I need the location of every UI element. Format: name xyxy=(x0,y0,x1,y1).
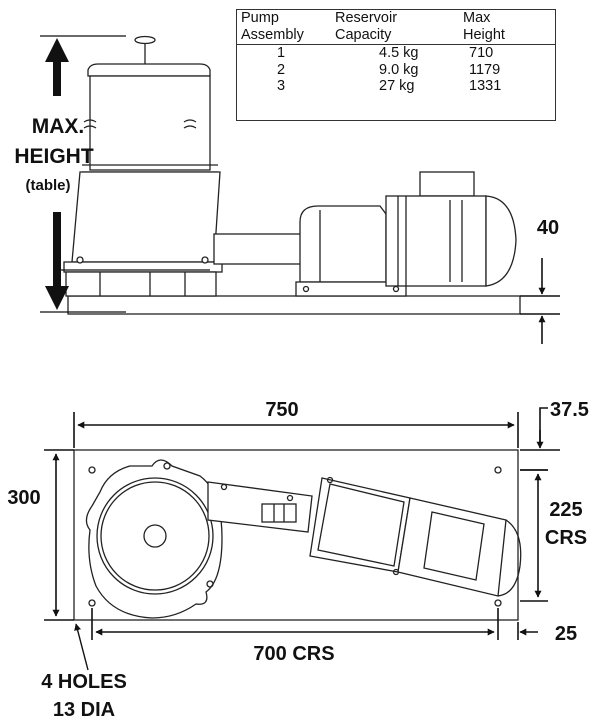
cell-assembly: 1 xyxy=(276,45,286,61)
pump-foot xyxy=(65,271,217,297)
cell-assembly: 3 xyxy=(276,78,286,94)
base-thickness-label: 40 xyxy=(537,217,559,239)
cell-assembly: 2 xyxy=(276,61,286,78)
motor-terminal-box xyxy=(419,171,475,197)
hole-spacing-label: 225 xyxy=(549,499,582,521)
base-thickness-dimension xyxy=(520,258,560,344)
hole-length-dimension xyxy=(91,608,499,640)
side-elevation-view xyxy=(63,35,521,315)
reservoir-lid xyxy=(87,63,211,77)
holes-leader xyxy=(74,623,89,671)
gearbox-foot xyxy=(295,281,407,297)
height-label: HEIGHT xyxy=(14,145,94,168)
reservoir-lower xyxy=(71,171,221,263)
cell-max-height: 1179 xyxy=(469,61,501,78)
base-plate xyxy=(67,295,521,315)
cell-max-height: 1331 xyxy=(469,78,502,94)
motor-endcap xyxy=(485,195,517,287)
mounting-hole-tl xyxy=(88,466,96,474)
reservoir-knob xyxy=(134,35,156,45)
length-label: 750 xyxy=(265,399,298,421)
reservoir-upper xyxy=(89,75,211,171)
cell-capacity: 27 kg xyxy=(379,78,415,94)
hole-spacing-unit: CRS xyxy=(545,527,587,549)
mounting-hole-br xyxy=(494,599,502,607)
holes-dia-label: 13 DIA xyxy=(53,699,115,721)
hole-inset-dimension xyxy=(517,622,538,640)
plan-view xyxy=(73,449,522,621)
plan-coupling xyxy=(261,503,297,523)
cell-capacity: 9.0 kg xyxy=(379,61,419,78)
table-row: 2 9.0 kg 1179 xyxy=(237,62,555,79)
max-height-dimension xyxy=(40,35,210,313)
width-dimension xyxy=(44,449,74,621)
hole-spacing-dimension xyxy=(520,469,548,602)
mounting-hole-tr xyxy=(494,466,502,474)
edge-offset-label: 37.5 xyxy=(550,399,589,421)
table-row: 3 27 kg 1331 xyxy=(237,78,555,95)
shaft-housing xyxy=(213,233,303,265)
max-height-arrow-up xyxy=(45,38,69,96)
plan-reservoir-outer xyxy=(96,477,214,595)
reservoir-break-right xyxy=(183,119,197,129)
reservoir-break-left xyxy=(83,119,97,129)
length-dimension xyxy=(73,412,519,448)
plan-motor-box xyxy=(423,511,485,581)
max-label: MAX. xyxy=(32,115,85,138)
cell-max-height: 710 xyxy=(469,45,494,61)
table-row: 1 4.5 kg 710 xyxy=(237,45,555,62)
plan-reservoir-hub xyxy=(143,524,167,548)
gearbox xyxy=(299,205,387,283)
holes-count-label: 4 HOLES xyxy=(41,671,127,693)
hole-length-label: 700 CRS xyxy=(253,643,334,665)
plan-reservoir-inner xyxy=(100,481,210,591)
width-label: 300 xyxy=(7,487,40,509)
hole-inset-label: 25 xyxy=(555,623,577,645)
table-note-label: (table) xyxy=(26,177,71,194)
max-height-arrow-down xyxy=(45,212,69,310)
motor-body xyxy=(385,195,487,287)
cell-capacity: 4.5 kg xyxy=(379,45,419,61)
mounting-hole-bl xyxy=(88,599,96,607)
